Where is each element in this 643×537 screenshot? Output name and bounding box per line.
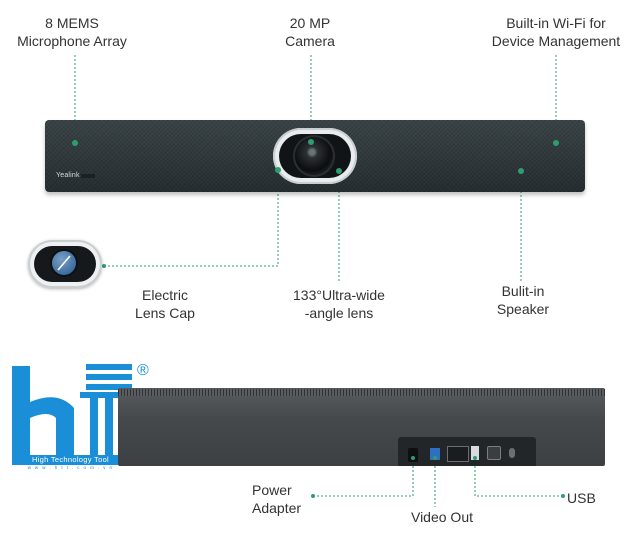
reset-button-icon <box>487 446 501 460</box>
back-vent-ribs <box>118 389 605 396</box>
registered-mark: ® <box>137 362 149 379</box>
logo-name: High Technology Tool <box>12 455 129 465</box>
label-lens: 133°Ultra-wide-angle lens <box>293 287 385 321</box>
camera-lens-icon <box>295 137 333 175</box>
brand-stripe <box>81 174 95 178</box>
logo-url: w w w . h t t . c o m . v n <box>27 465 114 470</box>
usb-c-video-port-icon <box>430 448 440 460</box>
label-usb: USB <box>567 490 596 506</box>
usb-port-icon <box>471 446 479 460</box>
brand-logo: Yealink <box>56 172 80 179</box>
lock-slot-icon <box>509 448 515 458</box>
label-video-out: Video Out <box>410 509 473 525</box>
ethernet-port-icon <box>447 446 469 462</box>
power-port-icon <box>408 448 418 462</box>
